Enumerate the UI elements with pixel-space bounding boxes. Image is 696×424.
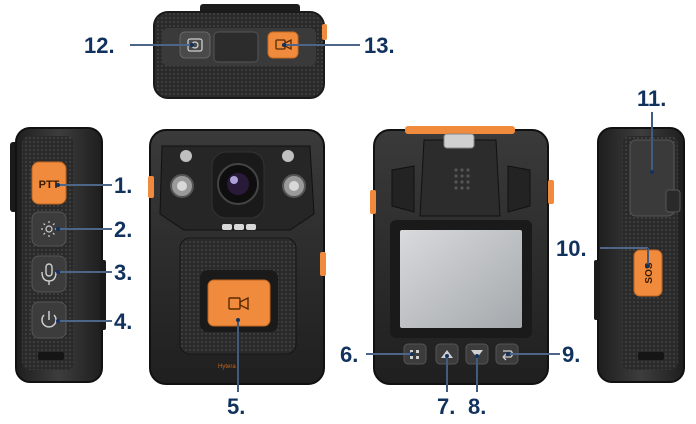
back-wing-right	[507, 165, 531, 213]
right-rail	[594, 260, 600, 320]
clip-latch	[443, 133, 475, 149]
led-strip	[222, 224, 232, 230]
leader-lines-inner	[58, 44, 653, 392]
callout-10: 10.	[556, 236, 587, 261]
callout-9: 9.	[562, 342, 580, 367]
top-window	[213, 31, 259, 63]
power-button[interactable]	[31, 301, 67, 339]
ir-led-left	[180, 150, 192, 162]
microphone-icon	[41, 263, 57, 285]
back-clip	[419, 139, 501, 217]
port-cover-latch	[665, 189, 681, 213]
callout-11: 11.	[637, 86, 666, 111]
front-accent-right	[320, 252, 326, 276]
back-view	[370, 126, 554, 385]
left-side-view: PTT	[10, 127, 106, 383]
callout-2: 2.	[114, 217, 132, 242]
callout-7: 7.	[437, 394, 455, 419]
back-wing-left	[391, 165, 415, 213]
top-view	[153, 4, 327, 99]
ptt-label: PTT	[39, 179, 60, 191]
ptt-button-body[interactable]	[31, 161, 67, 205]
right-side-view: SOS	[594, 127, 685, 383]
callout-labels: 1. 2. 3. 4. 5. 6. 7. 8. 9. 10. 11. 12. 1…	[84, 33, 666, 419]
mic-button[interactable]	[31, 255, 67, 293]
front-view: Hytera	[148, 129, 326, 385]
record-button[interactable]	[200, 270, 278, 332]
ir-led-right	[282, 150, 294, 162]
video-record-icon	[228, 296, 249, 311]
left-vent	[38, 352, 64, 360]
callout-12: 12.	[84, 33, 115, 58]
port-cover[interactable]	[629, 139, 681, 217]
brand-logo: Hytera	[218, 364, 236, 370]
callout-13: 13.	[364, 33, 395, 58]
leader-dots	[56, 43, 654, 358]
callout-3: 3.	[114, 260, 132, 285]
right-vent	[638, 352, 664, 360]
callout-8: 8.	[468, 394, 486, 419]
mic-button-body[interactable]	[31, 255, 67, 293]
leader-lines	[58, 44, 653, 392]
front-accent-left	[148, 176, 154, 198]
callout-4: 4.	[114, 309, 132, 334]
menu-icon	[410, 350, 419, 359]
sos-label: SOS	[644, 262, 655, 283]
back-accent-right	[548, 180, 554, 204]
clip-vent	[454, 168, 470, 190]
camera-button[interactable]	[179, 31, 211, 59]
back-accent-left	[370, 190, 376, 214]
callout-5: 5.	[227, 394, 245, 419]
ptt-button[interactable]: PTT	[31, 161, 67, 205]
left-rail	[100, 260, 106, 330]
top-side-accent	[322, 24, 327, 40]
menu-button[interactable]	[403, 343, 427, 365]
display-screen	[400, 230, 522, 328]
callout-1: 1.	[114, 173, 132, 198]
power-icon	[41, 311, 57, 328]
callout-6: 6.	[340, 342, 358, 367]
back-top-accent	[405, 126, 515, 134]
